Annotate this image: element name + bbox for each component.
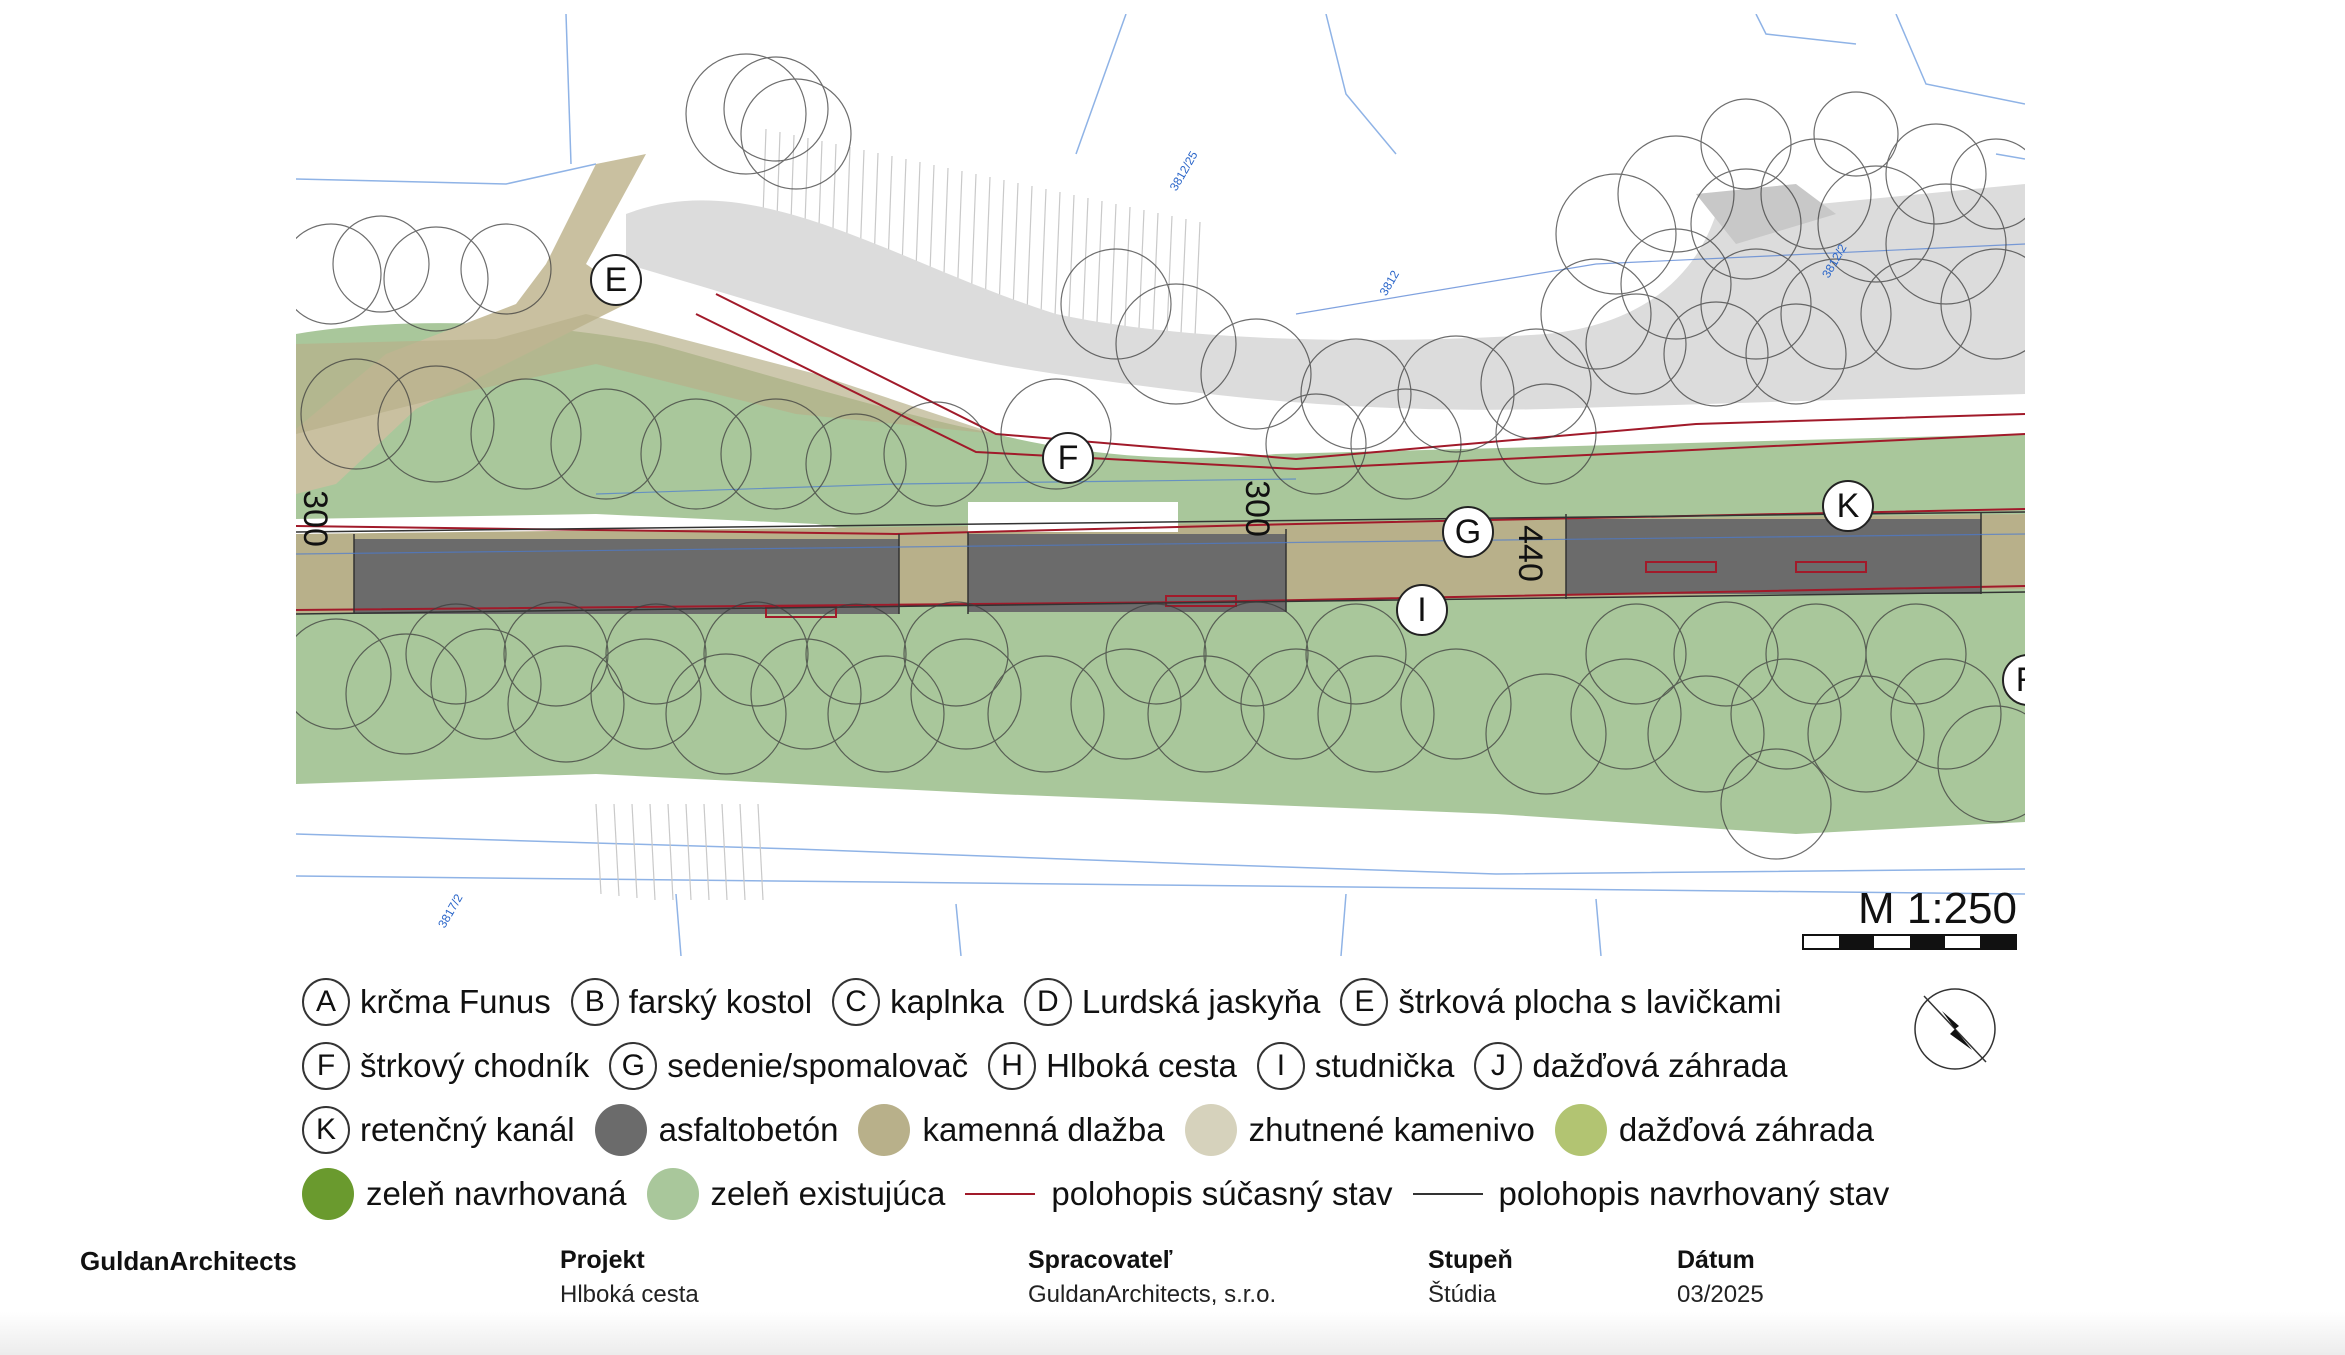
project-value: Hlboká cesta — [560, 1281, 699, 1308]
legend-text: Hlboká cesta — [1046, 1047, 1237, 1084]
legend-text: dažďová záhrada — [1532, 1047, 1788, 1084]
legend-text: štrkový chodník — [360, 1047, 590, 1084]
date-value: 03/2025 — [1677, 1281, 1764, 1308]
cadastre-lines — [296, 14, 2025, 956]
legend-swatch — [1184, 1104, 1237, 1156]
brand-name: GuldanArchitects — [80, 1246, 297, 1276]
gravel-area — [626, 184, 2025, 410]
legend-line — [1412, 1193, 1483, 1195]
legend-marker: J — [1474, 1042, 1523, 1090]
north-arrow-icon — [1914, 988, 1996, 1070]
map-drawing — [296, 14, 2025, 956]
asphalt-1 — [354, 539, 899, 614]
map-label-F: F — [1042, 432, 1094, 484]
legend-text: kamenná dlažba — [922, 1111, 1165, 1148]
title-block: GuldanArchitects Projekt Hlboká cesta Sp… — [0, 1232, 2345, 1355]
project-field: Projekt Hlboká cesta — [560, 1246, 699, 1309]
legend-item-proposed-line: polohopis navrhovaný stav — [1412, 1175, 1890, 1213]
stage-value: Štúdia — [1428, 1281, 1497, 1308]
legend-marker: F — [302, 1042, 350, 1090]
legend-marker: G — [609, 1042, 658, 1090]
dimension-300-middle: 300 — [1237, 480, 1276, 537]
legend-text: zhutnené kamenivo — [1248, 1111, 1535, 1148]
legend-item-existing-line: polohopis súčasný stav — [965, 1175, 1393, 1213]
scale-bar — [1802, 934, 2017, 950]
author-value: GuldanArchitects, s.r.o. — [1028, 1281, 1277, 1308]
legend-item-proposed-green: zeleň navrhovaná — [302, 1168, 627, 1220]
legend-row-4: zeleň navrhovaná zeleň existujúca poloho… — [302, 1168, 1909, 1220]
date-label: Dátum — [1677, 1246, 1755, 1274]
map-label-I: I — [1396, 584, 1448, 636]
project-label: Projekt — [560, 1246, 645, 1274]
legend-text: Lurdská jaskyňa — [1081, 983, 1321, 1020]
author-label: Spracovateľ — [1028, 1246, 1173, 1274]
legend-text: polohopis súčasný stav — [1051, 1175, 1393, 1212]
legend-swatch — [646, 1168, 699, 1220]
map-label-G: G — [1442, 506, 1494, 558]
tree-canopies — [296, 53, 2025, 860]
legend-swatch — [302, 1168, 354, 1220]
legend-text: zeleň existujúca — [710, 1175, 946, 1212]
asphalt-3 — [1566, 519, 1981, 594]
dimension-300-left: 300 — [296, 490, 334, 547]
legend-text: krčma Funus — [360, 983, 551, 1020]
legend-text: kaplnka — [890, 983, 1004, 1020]
stage-field: Stupeň Štúdia — [1428, 1246, 1513, 1309]
legend-text: retenčný kanál — [360, 1111, 575, 1148]
legend-line — [965, 1193, 1036, 1195]
legend-marker: I — [1256, 1042, 1305, 1090]
green-lower — [296, 579, 2025, 834]
legend-swatch — [1554, 1104, 1607, 1156]
date-field: Dátum 03/2025 — [1677, 1246, 1764, 1309]
legend-text: sedenie/spomalovač — [667, 1047, 969, 1084]
legend-marker: A — [302, 978, 350, 1026]
scale-text: M 1:250 — [1858, 884, 2017, 933]
legend-text: studnička — [1314, 1047, 1455, 1084]
legend-item-rain-garden: dažďová záhrada — [1554, 1104, 1874, 1156]
stage-label: Stupeň — [1428, 1246, 1513, 1274]
site-plan-map: E F G I K R 300 300 440 3812/25 3812/2 3… — [296, 14, 2025, 956]
legend-item-stone-paving: kamenná dlažba — [858, 1104, 1165, 1156]
legend-text: štrková plocha s lavičkami — [1398, 983, 1782, 1020]
legend-text: polohopis navrhovaný stav — [1498, 1175, 1890, 1212]
legend-text: dažďová záhrada — [1618, 1111, 1874, 1148]
legend-text: farský kostol — [628, 983, 813, 1020]
legend-item-asphalt: asfaltobetón — [594, 1104, 839, 1156]
map-label-E: E — [590, 254, 642, 306]
asphalt-2 — [968, 534, 1286, 612]
legend-marker: K — [302, 1106, 350, 1154]
legend-item-existing-green: zeleň existujúca — [646, 1168, 946, 1220]
map-label-K: K — [1822, 480, 1874, 532]
dimension-440: 440 — [1510, 525, 1549, 582]
legend-marker: B — [570, 978, 619, 1026]
legend-marker: D — [1023, 978, 1072, 1026]
legend-swatch — [594, 1104, 647, 1156]
legend-marker: E — [1340, 978, 1389, 1026]
legend-marker: H — [988, 1042, 1037, 1090]
legend-swatch — [858, 1104, 911, 1156]
legend-text: zeleň navrhovaná — [366, 1175, 627, 1212]
scale-indicator: M 1:250 — [1802, 886, 2017, 950]
legend-text: asfaltobetón — [658, 1111, 839, 1148]
legend-marker: C — [832, 978, 881, 1026]
legend-item-compacted-aggregate: zhutnené kamenivo — [1184, 1104, 1535, 1156]
author-field: Spracovateľ GuldanArchitects, s.r.o. — [1028, 1246, 1276, 1309]
